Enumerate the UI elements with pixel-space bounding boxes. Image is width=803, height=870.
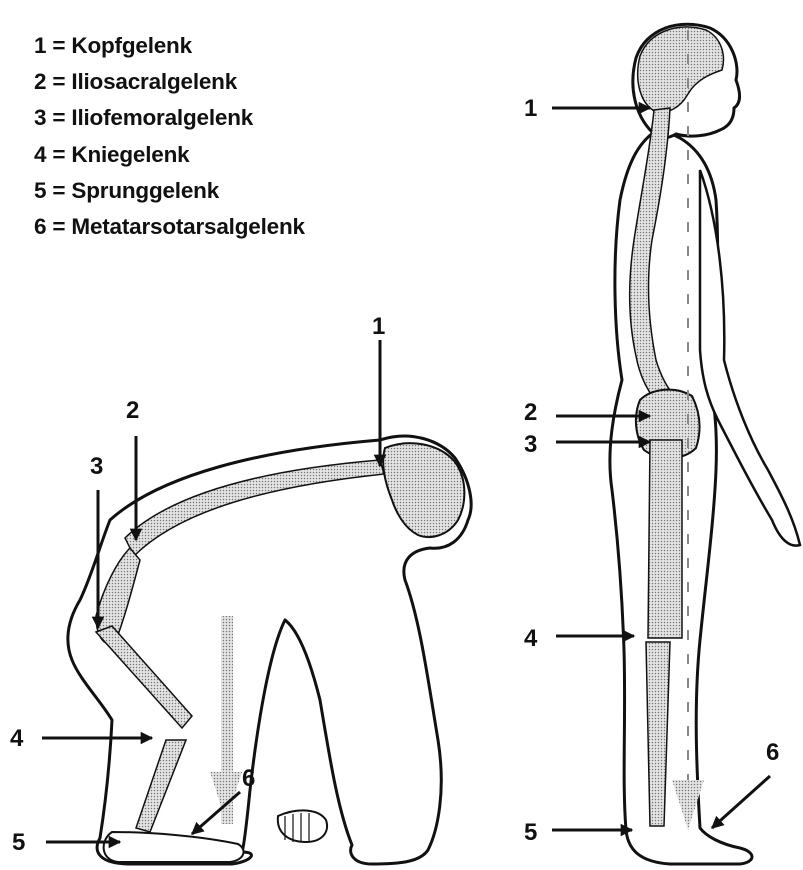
- human-label-5: 5: [524, 819, 537, 846]
- human-label-3: 3: [524, 431, 537, 458]
- chimp-label-5: 5: [12, 829, 25, 856]
- chimp-label-2: 2: [126, 397, 139, 424]
- human-label-1: 1: [524, 95, 537, 122]
- chimp-label-3: 3: [90, 453, 103, 480]
- human-label-2: 2: [524, 399, 537, 426]
- human-arrow-6: [712, 776, 770, 828]
- chimp-label-6: 6: [242, 765, 255, 792]
- human-label-4: 4: [524, 625, 538, 652]
- chimp-label-1: 1: [372, 313, 385, 340]
- human-femur: [648, 440, 682, 638]
- chimpanzee-figure: [68, 436, 471, 864]
- human-label-6: 6: [766, 739, 779, 766]
- chimp-label-4: 4: [10, 725, 24, 752]
